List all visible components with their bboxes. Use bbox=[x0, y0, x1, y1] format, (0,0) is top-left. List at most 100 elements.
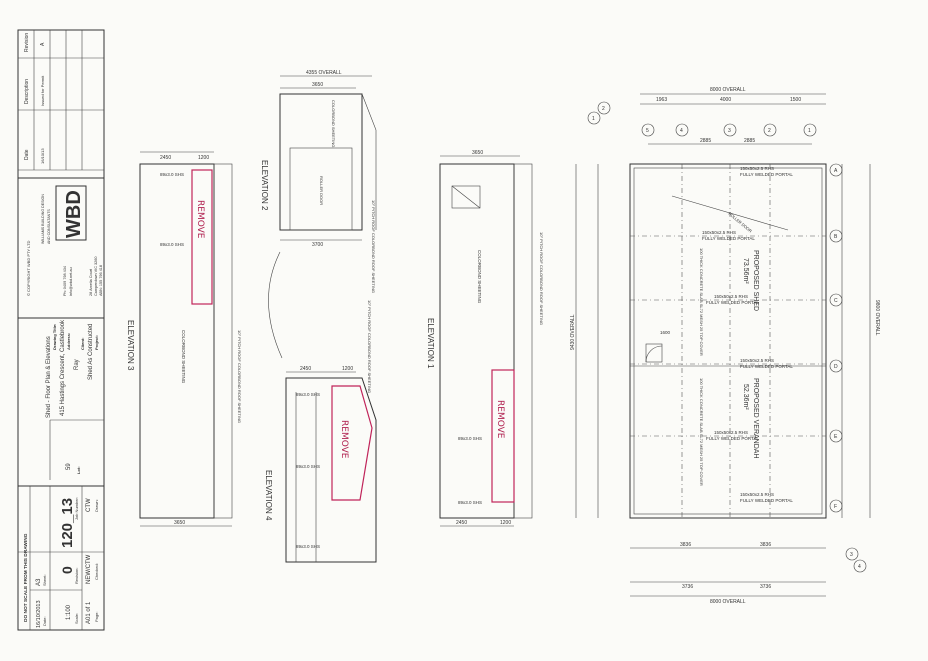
date-header: Date bbox=[24, 149, 30, 160]
elevation-1-dim-3650: 3650 bbox=[472, 150, 483, 156]
drawing-title-label: Drawing Title: bbox=[52, 324, 57, 350]
elevation-2-colorbond: COLORBOND SHEETING bbox=[331, 100, 336, 147]
elevation-2-dim-3700: 3700 bbox=[312, 242, 323, 248]
checked-label: Checked: bbox=[94, 563, 99, 580]
elevation-2-roof-note: 10° PITCH ROOF COLORBOND ROOF SHEETING bbox=[371, 200, 376, 293]
company-address-2: Camperdown VIC 3260 bbox=[94, 257, 98, 296]
portal-label-6: FULLY WELDED PORTAL bbox=[740, 498, 793, 503]
grid-c-label: C bbox=[834, 298, 838, 304]
elevation-3-dim-2450: 2450 bbox=[160, 155, 171, 161]
sheet-value: A3 bbox=[36, 578, 42, 586]
grid-3-label: 3 bbox=[728, 128, 731, 134]
plan-dim-3736-a: 3736 bbox=[682, 584, 693, 590]
grid-f-label: F bbox=[834, 504, 837, 510]
section-2-label: 2 bbox=[602, 106, 605, 112]
elevation-4-shs-top: 89x3.0 SHS bbox=[296, 392, 320, 397]
proposed-shed-label: PROPOSED SHED bbox=[752, 250, 759, 311]
date-value: 16/10/2013 bbox=[36, 600, 42, 628]
elevation-1-remove: REMOVE bbox=[495, 400, 505, 439]
company-abn: ABN: 155 796 418 bbox=[99, 265, 103, 296]
elevation-3-roof-sheeting bbox=[213, 163, 233, 519]
elevation-2-label: ELEVATION 2 bbox=[260, 160, 269, 211]
elevation-2-roller-door bbox=[289, 147, 353, 231]
plan-overall-left: 9430 OVERALL bbox=[570, 314, 576, 350]
plan-dim-3836-a: 3836 bbox=[680, 542, 691, 548]
shed-slab-note: 100 THICK CONCRETE SLAB SL72 MESH 25 TOP… bbox=[699, 248, 704, 356]
proposed-verandah-label: PROPOSED VERANDAH bbox=[752, 378, 759, 459]
portal-rhs-4: 150x50x2.5 RHS bbox=[740, 358, 774, 363]
plan-dim-3836-b: 3836 bbox=[760, 542, 771, 548]
elevation-1-dim-2450: 2450 bbox=[456, 520, 467, 526]
verandah-area: 52.36m² bbox=[742, 384, 749, 410]
elevation-1-shs-mid: 89x3.0 SHS bbox=[458, 436, 482, 441]
grid-d-label: D bbox=[834, 364, 838, 370]
plan-dim-1600: 1600 bbox=[660, 330, 671, 335]
elevation-2-dim-overall: 4355 OVERALL bbox=[306, 70, 342, 76]
grid-1-label: 1 bbox=[808, 128, 811, 134]
shed-area: 73.56m² bbox=[742, 258, 749, 284]
elevation-1-window bbox=[451, 185, 481, 209]
verandah-slab-note: 100 THICK CONCRETE SLAB SL72 MESH 25 TOP… bbox=[699, 378, 704, 486]
elevation-4-remove: REMOVE bbox=[339, 420, 349, 459]
date-label: Date: bbox=[42, 616, 47, 626]
description-header: Description bbox=[24, 79, 30, 104]
portal-label-1: FULLY WELDED PORTAL bbox=[740, 172, 793, 177]
portal-label-3: FULLY WELDED PORTAL bbox=[706, 300, 759, 305]
project-block: Project: Shed As Constructed Client: Ray… bbox=[46, 319, 104, 480]
plan-overall-bottom: 8000 OVERALL bbox=[710, 599, 746, 605]
elevation-3-remove: REMOVE bbox=[195, 200, 205, 239]
section-marker-1-2: 1 2 bbox=[587, 101, 611, 125]
section-1-label: 1 bbox=[592, 116, 595, 122]
elevation-3: 2450 1200 REMOVE 89x3.0 SHS 89x3.0 SHS C… bbox=[126, 151, 242, 527]
elevation-2: 4355 OVERALL 3650 ROLLER DOOR COLORBOND … bbox=[260, 70, 377, 293]
portal-label-4: FULLY WELDED PORTAL bbox=[740, 364, 793, 369]
grid-5-label: 5 bbox=[646, 128, 649, 134]
elevation-2-outline bbox=[279, 93, 363, 231]
elevation-1-roof-note: 10° PITCH ROOF COLORBOND ROOF SHEETING bbox=[539, 232, 544, 325]
plan-outline bbox=[629, 163, 827, 519]
grid-2-label: 2 bbox=[768, 128, 771, 134]
elevation-4-dim-1200: 1200 bbox=[342, 366, 353, 372]
elevation-3-colorbond: COLORBOND SHEETING bbox=[181, 330, 186, 384]
address-label: Address: bbox=[66, 333, 71, 350]
lot-value: 59 bbox=[66, 463, 72, 470]
copyright: © COPYRIGHT WBD PTY LTD bbox=[26, 240, 31, 296]
plan-dim-1500: 1500 bbox=[790, 97, 801, 103]
elevation-1-remove-zone bbox=[491, 369, 515, 503]
elevation-3-remove-zone bbox=[191, 169, 213, 305]
elevation-3-dim-1200: 1200 bbox=[198, 155, 209, 161]
elevation-4-shs-bot: 89x3.0 SHS bbox=[296, 544, 320, 549]
job-block: Drawn: CTW Checked: NEW/CTW Page: A01 of… bbox=[18, 486, 104, 630]
disclaimer: DO NOT SCALE FROM THIS DRAWING bbox=[23, 533, 29, 622]
elevation-1: 3650 COLORBOND SHEETING 10° PITCH ROOF C… bbox=[426, 150, 544, 527]
elevation-1-colorbond: COLORBOND SHEETING bbox=[477, 250, 482, 304]
portal-rhs-1: 150x50x2.5 RHS bbox=[740, 166, 774, 171]
title-block-frame bbox=[17, 29, 105, 631]
revision-label: Revision: bbox=[74, 568, 79, 584]
grid-4-label: 4 bbox=[680, 128, 683, 134]
elevation-3-shs-top: 89x3.0 SHS bbox=[160, 172, 184, 177]
drawing-title: Shed - Floor Plan & Elevations bbox=[46, 336, 52, 418]
company-address-1: 28 Amelia Court bbox=[89, 268, 93, 296]
revision-table: Revision Description Date A Issued for P… bbox=[18, 30, 104, 171]
plan-inner-outline bbox=[633, 167, 823, 515]
elevation-1-dim-1200: 1200 bbox=[500, 520, 511, 526]
elevation-1-outline bbox=[439, 163, 515, 519]
elevation-4: 2450 1200 REMOVE 89x3.0 SHS 89x3.0 SHS 8… bbox=[264, 251, 377, 563]
checked-value: NEW/CTW bbox=[86, 554, 92, 584]
elevation-4-roof-note: 10° PITCH ROOF COLORBOND ROOF SHEETING bbox=[367, 300, 372, 393]
elevation-3-label: ELEVATION 3 bbox=[126, 320, 135, 371]
elevation-4-remove-zone bbox=[331, 385, 373, 501]
portal-rhs-2: 150x50x2.5 RHS bbox=[702, 230, 736, 235]
company-email: info@wbd.net.au bbox=[69, 267, 73, 296]
title-block: Revision Description Date A Issued for P… bbox=[17, 29, 105, 631]
plan-dim-1963: 1963 bbox=[656, 97, 667, 103]
drawn-label: Drawn: bbox=[94, 499, 99, 512]
elevation-3-dim-3650: 3650 bbox=[174, 520, 185, 526]
company-phone: Ph: 0409 798 434 bbox=[63, 266, 67, 296]
portal-rhs-5: 150x50x2.5 RHS bbox=[714, 430, 748, 435]
elevation-4-outline bbox=[285, 377, 377, 563]
plan-dim-4000: 4000 bbox=[720, 97, 731, 103]
